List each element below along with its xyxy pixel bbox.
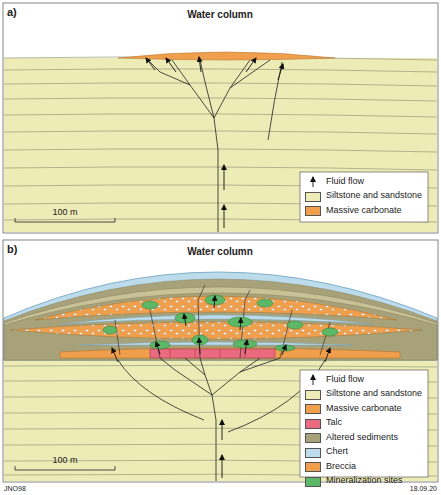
legend-text: Altered sediments xyxy=(326,433,398,443)
legend-swatch xyxy=(305,419,321,429)
scale-label: 100 m xyxy=(52,208,77,218)
figure-code: JNO98 xyxy=(4,485,26,493)
legend-swatch xyxy=(305,433,321,443)
legend-swatch xyxy=(305,192,321,202)
legend-text: Fluid flow xyxy=(326,375,364,385)
legend-text: Chert xyxy=(326,447,348,457)
legend-swatch xyxy=(305,462,321,472)
panel-letter: a) xyxy=(7,6,17,18)
legend-text: Siltstone and sandstone xyxy=(326,191,422,201)
figure-date: 18.09.20 xyxy=(410,485,437,493)
legend-text: Breccia xyxy=(326,462,356,472)
legend-text: Massive carbonate xyxy=(326,206,402,216)
legend-swatch xyxy=(305,404,321,414)
panel-letter: b) xyxy=(7,243,17,255)
legend-text: Siltstone and sandstone xyxy=(326,389,422,399)
water-label: Water column xyxy=(187,246,253,257)
legend-swatch xyxy=(305,206,321,216)
legend-text: Fluid flow xyxy=(326,177,364,187)
water-label: Water column xyxy=(187,9,253,20)
scale-label: 100 m xyxy=(52,456,77,466)
legend-swatch xyxy=(305,477,321,487)
legend-swatch xyxy=(305,390,321,400)
legend-text: Mineralization sites xyxy=(326,476,403,486)
legend-swatch xyxy=(305,448,321,458)
legend-text: Massive carbonate xyxy=(326,404,402,414)
legend-text: Talc xyxy=(326,418,342,428)
